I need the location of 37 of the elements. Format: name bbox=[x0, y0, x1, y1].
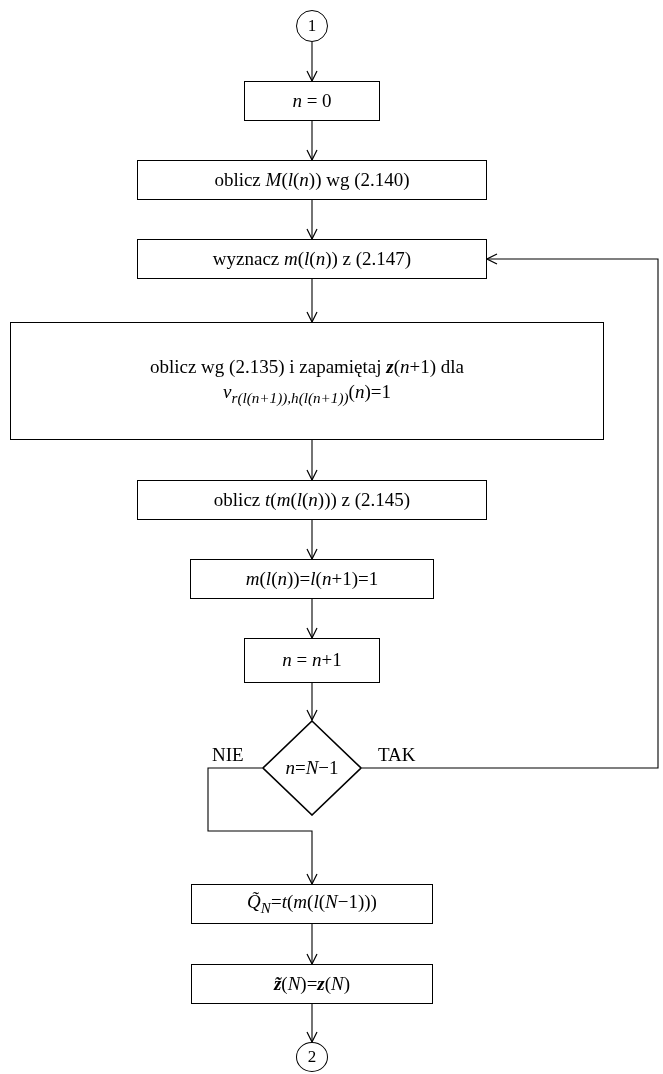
node-text: 1 bbox=[307, 14, 317, 37]
arrow bbox=[306, 120, 318, 161]
arrow bbox=[306, 598, 318, 639]
arrow bbox=[306, 923, 318, 965]
process-box bbox=[244, 81, 380, 121]
node-text: wyznacz m(l(n)) z (2.147) bbox=[212, 246, 412, 271]
node-text: n = n+1 bbox=[282, 648, 342, 673]
process-box bbox=[10, 322, 604, 440]
node-text: Q̃$_{N}$=t(m(l(N−1))) bbox=[247, 890, 377, 918]
connector-circle bbox=[296, 10, 328, 42]
process-box bbox=[191, 964, 433, 1004]
arrow bbox=[306, 1003, 318, 1043]
arrow bbox=[361, 253, 659, 769]
process-box bbox=[137, 239, 487, 279]
arrow bbox=[306, 41, 318, 82]
process-box bbox=[137, 480, 487, 520]
arrow bbox=[306, 199, 318, 240]
node-text: oblicz t(m(l(n))) z (2.145) bbox=[213, 487, 411, 512]
node-text: v$_{r(l(n+1)),h(l(n+1))}$(n)=1 bbox=[223, 379, 391, 408]
arrow bbox=[306, 519, 318, 560]
node-text: n=N−1 bbox=[285, 755, 339, 780]
process-box bbox=[137, 160, 487, 200]
process-box bbox=[191, 884, 433, 924]
decision-diamond bbox=[262, 720, 362, 816]
node-text: m(l(n))=l(n+1)=1 bbox=[245, 566, 379, 591]
arrow bbox=[306, 682, 318, 721]
arrow bbox=[207, 767, 318, 885]
process-box bbox=[190, 559, 434, 599]
node-text: oblicz wg (2.135) i zapamiętaj z(n+1) dla bbox=[149, 354, 465, 379]
node-text: n = 0 bbox=[292, 88, 332, 113]
node-text: oblicz M(l(n)) wg (2.140) bbox=[214, 167, 410, 192]
connector-circle bbox=[296, 1042, 328, 1072]
arrow bbox=[306, 439, 318, 481]
process-box bbox=[244, 638, 380, 683]
arrow bbox=[306, 278, 318, 323]
node-text: z̃(N)=z(N) bbox=[273, 971, 351, 996]
node-text: 2 bbox=[307, 1045, 317, 1068]
